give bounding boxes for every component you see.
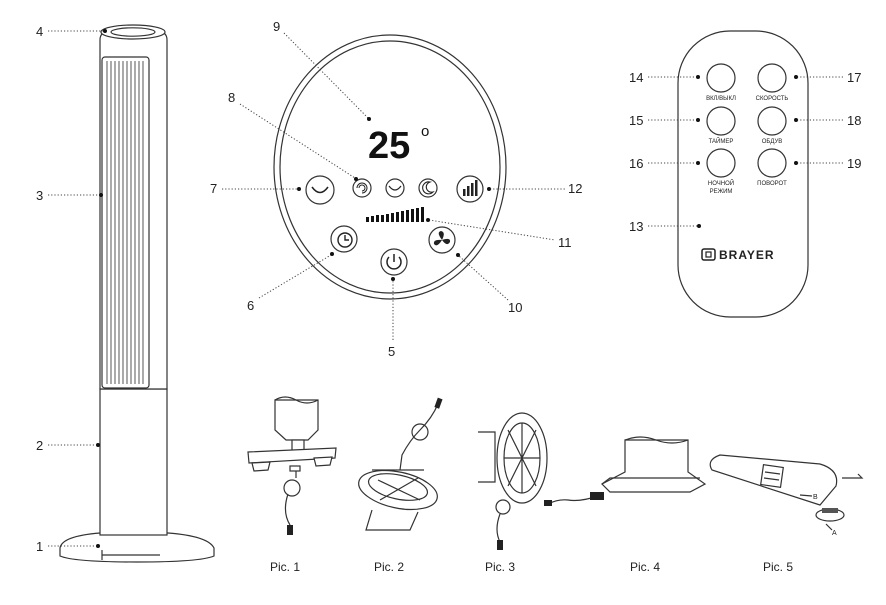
remote-body: [677, 30, 809, 318]
remote-speed-button[interactable]: СКОРОСТЬ: [756, 63, 789, 102]
callout-13: 13: [629, 219, 643, 234]
remote-timer-button[interactable]: ТАЙМЕР: [706, 106, 736, 145]
remote-night-label-line1: НОЧНОЙ: [708, 179, 734, 187]
remote-airflow-label: ОБДУВ: [762, 139, 783, 145]
remote-power-button[interactable]: ВКЛ/ВЫКЛ: [706, 63, 736, 102]
grille-slats: [106, 61, 144, 384]
fan-upper-body: [99, 31, 168, 390]
fan-grille: [101, 56, 150, 389]
remote-airflow-button[interactable]: ОБДУВ: [757, 106, 787, 145]
sleep-button[interactable]: [305, 175, 335, 205]
fan-icon: [433, 231, 451, 246]
remote-night-label-line2: РЕЖИМ: [710, 189, 733, 195]
fan-lower-body: [99, 388, 168, 536]
moon-icon: [422, 181, 435, 195]
timer-icon: [337, 232, 353, 248]
pic1-caption: Pic. 1: [270, 560, 300, 574]
panel-callouts: 9 8 7 12 11 6 5 10: [210, 19, 582, 359]
panel-outer-ring: [273, 34, 507, 300]
callout-17: 17: [847, 70, 861, 85]
callout-4: 4: [36, 24, 43, 39]
callout-14: 14: [629, 70, 643, 85]
pic4-caption: Pic. 4: [630, 560, 660, 574]
remote-night-button[interactable]: НОЧНОЙ РЕЖИМ: [706, 148, 736, 195]
pic5-label-b: B: [813, 494, 818, 501]
night-indicator: [418, 178, 438, 198]
callout-12: 12: [568, 181, 582, 196]
temperature-display: 25: [368, 125, 410, 167]
natural-wind-icon: [388, 185, 402, 191]
callout-18: 18: [847, 113, 861, 128]
tower-fan: [59, 24, 215, 563]
remote-timer-label: ТАЙМЕР: [709, 137, 734, 145]
sleep-icon: [311, 186, 329, 194]
assembly-pic-4: Pic. 4: [544, 436, 707, 574]
assembly-pic-3: Pic. 3: [478, 412, 548, 574]
remote-swing-button[interactable]: ПОВОРОТ: [757, 148, 787, 187]
callout-15: 15: [629, 113, 643, 128]
callout-7: 7: [210, 181, 217, 196]
pic2-caption: Pic. 2: [374, 560, 404, 574]
speed-button[interactable]: [456, 175, 484, 203]
tower-callouts: 4 3 2 1: [36, 24, 107, 554]
brand-name: BRAYER: [719, 248, 775, 262]
pic3-caption: Pic. 3: [485, 560, 515, 574]
assembly-pic-1: Pic. 1: [247, 396, 337, 574]
callout-6: 6: [247, 298, 254, 313]
callout-5: 5: [388, 344, 395, 359]
callout-16: 16: [629, 156, 643, 171]
remote-swing-label: ПОВОРОТ: [757, 181, 787, 187]
swing-button[interactable]: [428, 226, 456, 254]
remote-power-label: ВКЛ/ВЫКЛ: [706, 96, 736, 102]
remote-callouts: 14 17 15 18 16 19 13: [629, 70, 861, 234]
callout-8: 8: [228, 90, 235, 105]
degree-symbol: o: [421, 123, 429, 140]
airflow-icon: [356, 182, 368, 194]
brayer-logo-icon: [701, 248, 716, 261]
remote-brand: BRAYER: [701, 248, 775, 262]
speed-level-indicator: [366, 207, 424, 222]
airflow-indicator: [352, 178, 372, 198]
timer-button[interactable]: [330, 225, 358, 253]
callout-10: 10: [508, 300, 522, 315]
assembly-pic-2: Pic. 2: [358, 397, 443, 574]
power-icon: [386, 254, 402, 270]
assembly-pic-5: B A Pic. 5: [709, 454, 864, 574]
panel-inner-ring: [279, 40, 501, 294]
callout-2: 2: [36, 438, 43, 453]
power-button[interactable]: [380, 248, 408, 276]
callout-1: 1: [36, 539, 43, 554]
callout-3: 3: [36, 188, 43, 203]
control-panel: 25 o: [273, 34, 507, 300]
remote-control: ВКЛ/ВЫКЛ СКОРОСТЬ ТАЙМЕР ОБДУВ НОЧНОЙ РЕ…: [677, 30, 809, 318]
callout-19: 19: [847, 156, 861, 171]
natural-wind-indicator: [385, 178, 405, 198]
pic5-caption: Pic. 5: [763, 560, 793, 574]
fan-base: [59, 532, 215, 563]
pic5-label-a: A: [832, 530, 837, 537]
callout-9: 9: [273, 19, 280, 34]
callout-11: 11: [558, 235, 572, 250]
speed-bars-icon: [463, 180, 478, 196]
fan-top-cap: [100, 24, 166, 40]
remote-speed-label: СКОРОСТЬ: [756, 96, 789, 102]
